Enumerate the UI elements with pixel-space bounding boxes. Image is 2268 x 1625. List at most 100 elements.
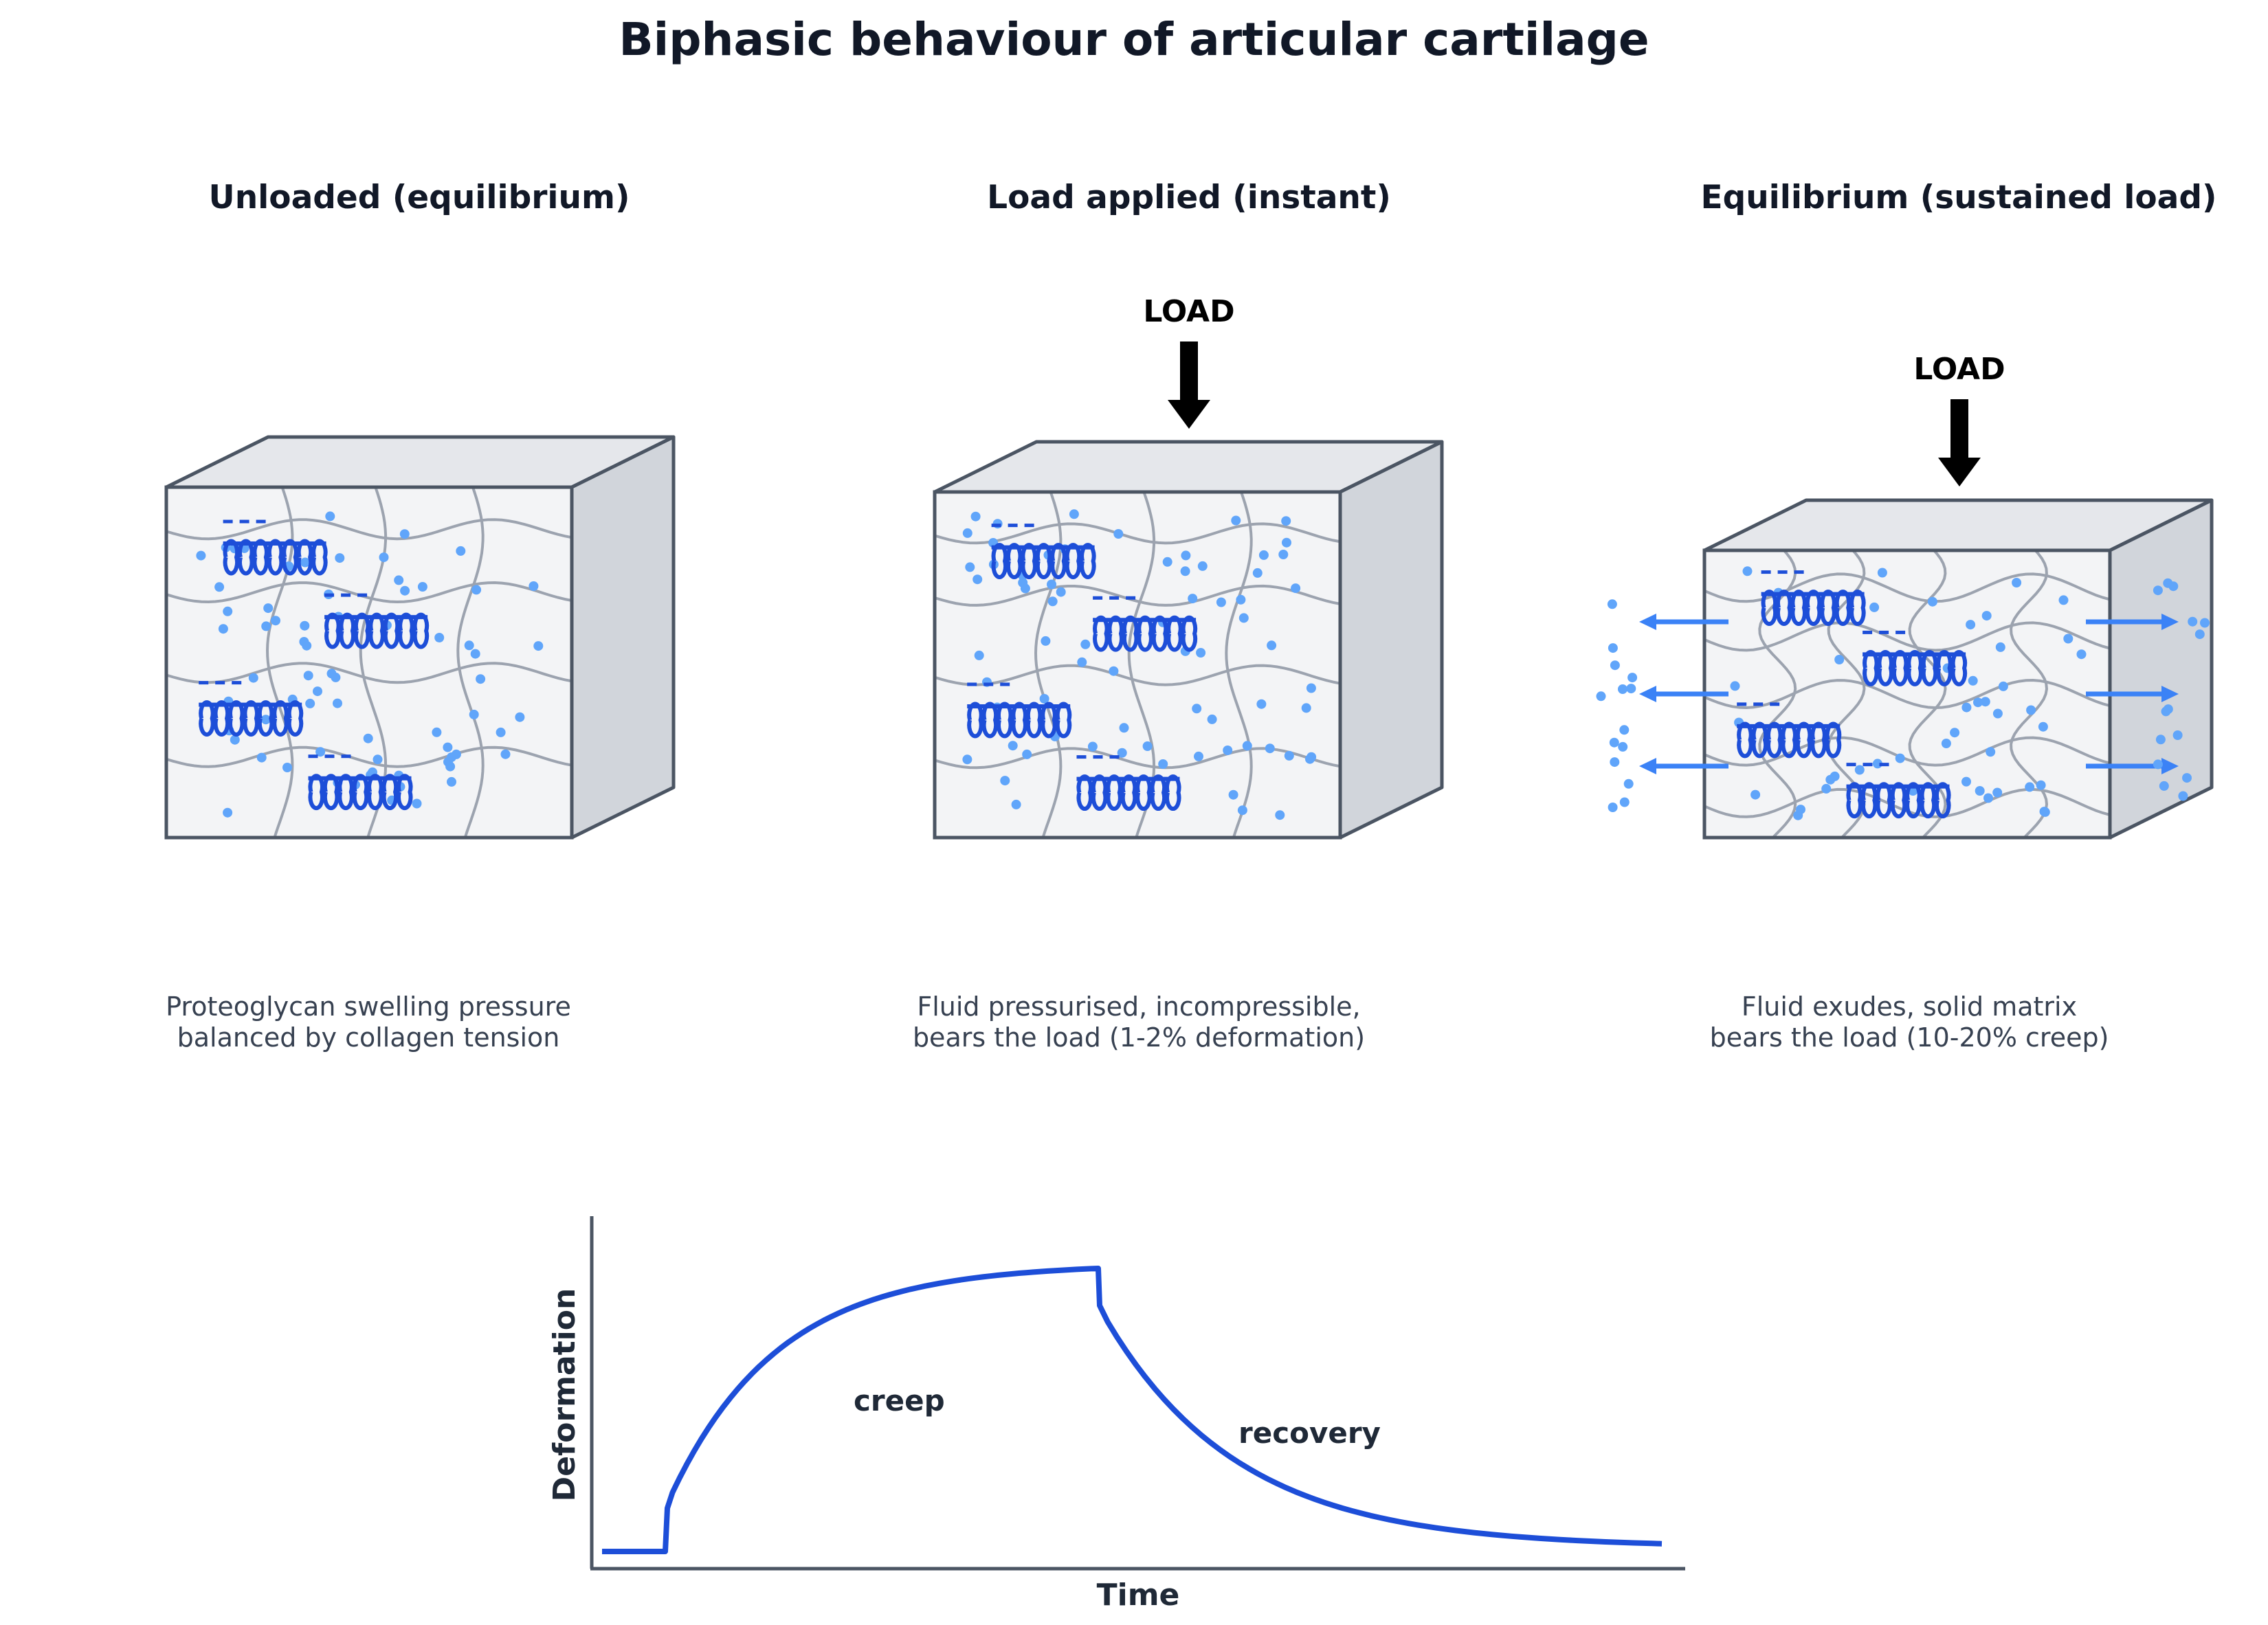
fluid-particle: [1022, 749, 1032, 759]
fluid-particle: [2168, 581, 2179, 592]
x-axis-label: Time: [1097, 1578, 1180, 1613]
fluid-particle: [965, 562, 975, 572]
fluid-particle: [1301, 703, 1311, 713]
collagen-fibre: [935, 747, 1340, 770]
fluid-particle: [315, 747, 326, 757]
fluid-particle: [1998, 681, 2008, 691]
fluid-particle: [1742, 566, 1753, 576]
fluid-particle: [974, 650, 984, 660]
arrowhead-icon: [1639, 758, 1656, 774]
panel-caption-line: balanced by collagen tension: [177, 1022, 560, 1053]
block-interior: [935, 492, 1340, 838]
fluid-particle: [1256, 699, 1267, 709]
y-axis-label: Deformation: [547, 1288, 582, 1502]
fluid-particle: [1983, 793, 1993, 803]
fluid-particle: [223, 606, 233, 616]
fluid-particle: [471, 585, 482, 595]
fluid-particle: [1265, 743, 1275, 754]
panel-caption-line: Fluid exudes, solid matrix: [1742, 991, 2077, 1022]
fluid-particle: [1087, 741, 1098, 752]
fluid-particle: [2038, 721, 2048, 732]
fluid-particle: [313, 686, 322, 697]
fluid-particle: [1986, 747, 1996, 757]
collagen-fibre: [1704, 736, 2110, 767]
creep-recovery-graph: creep recovery Time Deformation: [547, 1216, 1685, 1613]
fluid-particle: [1854, 765, 1865, 775]
fluid-particle: [2163, 704, 2173, 715]
fluid-particle: [2039, 807, 2049, 817]
fluid-particle: [335, 553, 345, 563]
fluid-particle: [2153, 759, 2163, 770]
fluid-particle: [214, 582, 225, 592]
fluid-particle: [1618, 741, 1628, 752]
panel-caption-line: bears the load (10-20% creep): [1710, 1022, 2109, 1053]
fluid-particle: [1142, 741, 1153, 751]
fluid-particle: [1291, 583, 1301, 594]
block-front-outline: [164, 485, 574, 840]
load-label: LOAD: [1143, 294, 1234, 329]
collagen-fibre: [2010, 550, 2049, 838]
cartilage-block-2: [1596, 399, 2214, 840]
fluid-particle: [1278, 550, 1289, 559]
fluid-particle: [1039, 694, 1049, 704]
fluid-particle: [417, 582, 427, 592]
panel-heading-unloaded: Unloaded (equilibrium): [209, 179, 630, 216]
fluid-particle: [962, 754, 972, 765]
proteoglycan-coil: [1076, 774, 1181, 811]
fluid-particle: [432, 727, 442, 737]
fluid-particle: [1869, 602, 1880, 612]
fluid-particle: [1968, 675, 1978, 686]
fluid-particle: [363, 733, 373, 743]
block-side-face: [1338, 440, 1444, 840]
fluid-particle: [476, 674, 486, 684]
arrowhead-icon: [2161, 758, 2179, 774]
collagen-fibre: [1225, 492, 1253, 838]
fluid-particle: [2155, 735, 2166, 745]
fluid-particle: [1306, 683, 1316, 693]
fluid-particle: [1607, 599, 1617, 609]
fluid-particle: [2182, 773, 2192, 783]
proteoglycan-coil: [324, 612, 430, 649]
fluid-particle: [1619, 725, 1630, 735]
fluid-particle: [2188, 616, 2198, 627]
fluid-particle: [303, 671, 313, 681]
fluid-particle: [1258, 550, 1269, 560]
fluid-particle: [1793, 810, 1803, 820]
fluid-particle: [1609, 737, 1619, 748]
fluid-particle: [515, 712, 525, 722]
fluid-particle: [394, 575, 404, 585]
fluid-particle: [373, 754, 383, 765]
fluid-particle: [1056, 587, 1066, 597]
fluid-particle: [1238, 613, 1249, 623]
fluid-particle: [412, 798, 422, 809]
fluid-particle: [1041, 636, 1051, 646]
fluid-particle: [1192, 704, 1202, 714]
fluid-particle: [464, 640, 474, 651]
fluid-particle: [1000, 776, 1010, 786]
fluid-particle: [443, 742, 453, 752]
arrowhead-icon: [2161, 686, 2179, 702]
fluid-particle: [1961, 776, 1971, 787]
fluid-particle: [1619, 797, 1630, 807]
fluid-particle: [1596, 691, 1606, 702]
fluid-particle: [1623, 778, 1634, 789]
proteoglycan-coil: [308, 774, 413, 811]
fluid-particle: [2063, 634, 2074, 644]
fluid-particle: [2178, 791, 2188, 801]
fluid-particle: [1216, 597, 1226, 607]
fluid-particle: [399, 529, 410, 539]
fluid-particle: [1282, 537, 1291, 548]
collagen-fibre: [456, 487, 485, 838]
load-arrow-icon: [1168, 341, 1210, 429]
cartilage-blocks: [164, 341, 2214, 840]
fluid-particle: [300, 557, 310, 568]
fluid-particle: [451, 749, 461, 759]
collagen-fibre: [166, 518, 572, 541]
fluid-particle: [1109, 666, 1119, 676]
fluid-particle: [1113, 529, 1124, 539]
fluid-particle: [271, 616, 280, 626]
fluid-particle: [2159, 781, 2169, 791]
fluid-particle: [1194, 751, 1203, 761]
fluid-particle: [1242, 741, 1252, 751]
